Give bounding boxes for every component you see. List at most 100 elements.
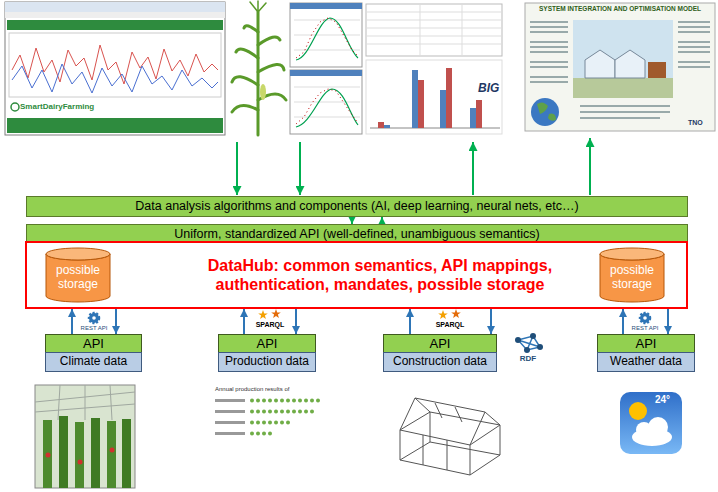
wire-base <box>400 442 500 475</box>
chart-bar <box>440 90 446 128</box>
cylinder-top <box>46 248 110 260</box>
app-footer <box>7 118 223 133</box>
icon-caption: RDF <box>513 355 543 363</box>
icon-caption: REST API <box>629 325 661 331</box>
plant-leaf <box>258 64 284 72</box>
chart-titlebar <box>290 3 362 9</box>
dot-row <box>252 421 290 425</box>
star-symbol <box>258 310 268 319</box>
icon-caption: SPARQL <box>254 321 286 328</box>
report-table <box>366 4 502 56</box>
api-text: API <box>430 337 451 352</box>
chart-window <box>290 3 362 67</box>
plant-cob <box>260 84 266 100</box>
cloud-symbol <box>648 417 668 437</box>
source-text: Weather data <box>610 355 682 369</box>
cylinder-top <box>600 248 664 260</box>
poster-title: SYSTEM INTEGRATION AND OPTIMISATION MODE… <box>528 6 712 13</box>
growth-chart <box>290 3 362 67</box>
storage-text: possible storage <box>47 264 109 292</box>
poster-text-lines <box>580 22 710 118</box>
flow-arrow <box>243 309 245 334</box>
plant-leaf <box>232 105 258 112</box>
flow-arrow <box>490 309 492 334</box>
star-symbol <box>271 309 281 318</box>
api-text: API <box>636 337 657 352</box>
rdf-logo <box>515 333 543 353</box>
flow-arrow <box>115 309 117 334</box>
flow-arrow <box>351 217 353 224</box>
storage-cylinder: possible storage <box>45 247 111 303</box>
system-poster <box>525 3 715 131</box>
wire-eaves <box>400 412 500 445</box>
production-dot-chart <box>215 399 320 435</box>
chart-bar <box>476 100 482 128</box>
plant-row <box>43 420 52 488</box>
chart-points <box>296 89 358 124</box>
temperature-text: 24° <box>655 395 670 406</box>
poster-building <box>648 62 666 78</box>
data-source-box: Weather data <box>597 352 695 372</box>
gear-hole <box>92 316 96 320</box>
chart-line <box>12 64 218 93</box>
band-text: Data analysis algorithms and components … <box>135 199 578 213</box>
flow-arrow <box>295 309 297 334</box>
wire-posts <box>423 435 447 470</box>
gear-symbol <box>89 313 99 323</box>
production-report <box>366 4 502 134</box>
plant-leaf <box>236 49 258 58</box>
row-label-bar <box>215 410 245 413</box>
plant-tassel <box>250 1 266 12</box>
logo-mark <box>11 103 19 111</box>
rest-api-icon <box>89 313 99 323</box>
flow-arrow <box>71 309 73 334</box>
chart-titlebar <box>290 70 362 76</box>
datahub-box: DataHub: common semantics, API mappings,… <box>25 241 688 309</box>
plant-leaf <box>232 77 258 85</box>
greenhouse-roof <box>35 385 135 420</box>
api-text: API <box>257 337 278 352</box>
data-source-box: Climate data <box>45 352 142 372</box>
rdf-node <box>515 337 521 343</box>
plant-row <box>59 416 68 488</box>
poster-text-lines <box>530 22 568 82</box>
poster-greenhouse <box>615 50 645 78</box>
flow-arrow <box>409 309 411 334</box>
tomato <box>78 460 83 465</box>
sparql-icon <box>258 309 281 319</box>
flow-arrow <box>667 309 669 334</box>
gear-symbol <box>640 313 650 323</box>
plant-row <box>107 421 116 488</box>
plant-row <box>75 422 84 488</box>
star-symbol <box>438 310 448 319</box>
plant-row <box>91 418 100 488</box>
flow-arrow <box>622 309 624 334</box>
weather-icon <box>620 392 682 454</box>
chart-bar <box>418 80 424 128</box>
data-source-box: Production data <box>218 352 316 372</box>
chart-curve <box>296 89 358 127</box>
storage-cylinder: possible storage <box>599 247 665 303</box>
plant-leaf <box>258 37 280 45</box>
logo-text: BIG <box>478 82 499 95</box>
chart-bar <box>384 125 390 128</box>
row-label-bar <box>215 421 245 424</box>
sun-symbol <box>629 402 647 420</box>
plant-leaf <box>244 26 258 32</box>
chart-bar <box>378 122 384 128</box>
logo-text: SmartDairyFarming <box>20 103 94 111</box>
rdf-node <box>530 333 536 339</box>
dot-row <box>252 432 272 436</box>
flow-arrow <box>589 138 591 195</box>
greenhouse-wireframe <box>400 398 500 475</box>
chart-curve <box>296 18 358 60</box>
table-grid <box>366 4 502 56</box>
storage-text: possible storage <box>601 264 663 292</box>
flow-arrow <box>381 217 383 224</box>
poster-sky <box>573 20 673 80</box>
rest-api-icon <box>640 313 650 323</box>
source-text: Climate data <box>60 355 127 369</box>
maize-plant <box>232 1 286 135</box>
